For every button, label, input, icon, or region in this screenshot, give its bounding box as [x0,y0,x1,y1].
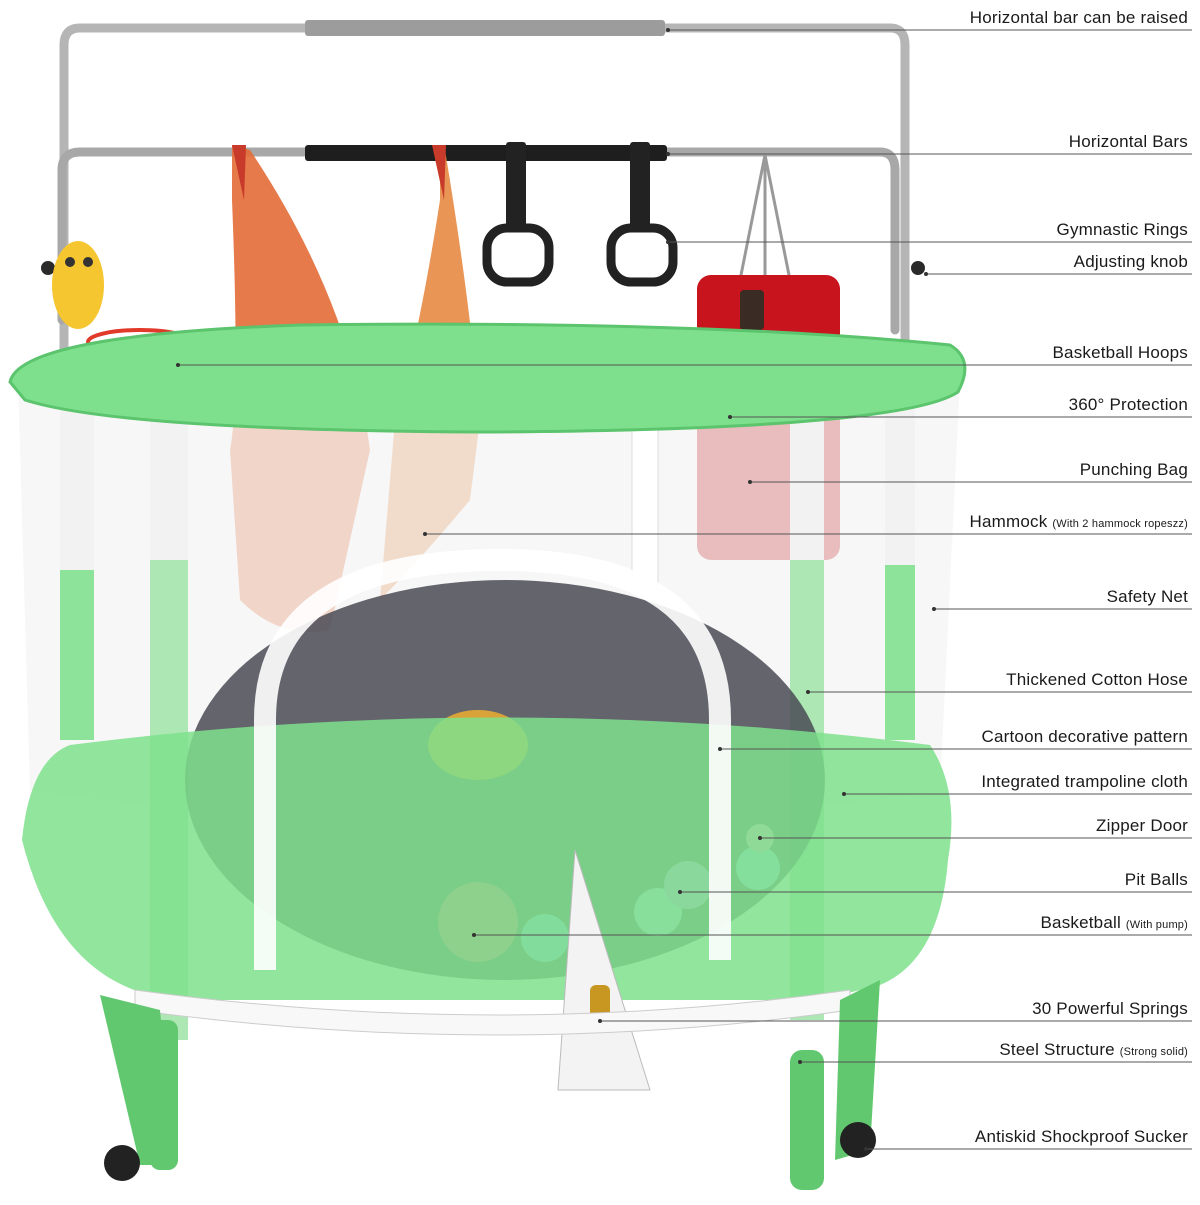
leader-dot [176,363,180,367]
knob-right-icon [911,261,925,275]
leader-dot [666,240,670,244]
label-cotton-hose: Thickened Cotton Hose [1006,670,1188,689]
leader-dot [678,890,682,894]
leader-dot [718,747,722,751]
label-hammock: Hammock (With 2 hammock ropeszz) [969,512,1188,531]
label-basketball: Basketball (With pump) [1040,913,1188,932]
leader-dot [932,607,936,611]
leader-dot [728,415,732,419]
gymnastic-rings [482,142,678,287]
leader-dot [423,532,427,536]
label-adjust-knob: Adjusting knob [1073,252,1188,271]
knob-left-icon [41,261,55,275]
leader-dot [806,690,810,694]
leader-dot [758,836,762,840]
label-gym-rings: Gymnastic Rings [1056,220,1188,239]
label-bar-raise: Horizontal bar can be raised [969,8,1188,27]
label-protection: 360° Protection [1068,395,1188,414]
foam-ring-360 [8,322,967,434]
label-basketball-hoops: Basketball Hoops [1052,343,1188,362]
bar-grip [305,20,665,36]
label-punching-bag: Punching Bag [1079,460,1188,479]
leader-dot [598,1019,602,1023]
leader-dot [472,933,476,937]
leader-dot [864,1147,868,1151]
bar-black-grip [305,145,667,161]
sucker-left-icon [104,1145,140,1181]
label-trampoline-cloth: Integrated trampoline cloth [981,772,1188,791]
leader-dot [748,480,752,484]
label-safety-net: Safety Net [1106,587,1188,606]
label-steel-structure: Steel Structure (Strong solid) [999,1040,1188,1059]
label-sucker: Antiskid Shockproof Sucker [974,1127,1188,1146]
leader-dot [842,792,846,796]
leader-dot [666,28,670,32]
label-pit-balls: Pit Balls [1124,870,1188,889]
label-springs: 30 Powerful Springs [1032,999,1188,1018]
zipper-door [254,548,731,970]
label-cartoon-pattern: Cartoon decorative pattern [981,727,1188,746]
leader-dot [924,272,928,276]
leader-dot [798,1060,802,1064]
label-zipper-door: Zipper Door [1096,816,1188,835]
leader-dot [666,152,670,156]
label-horizontal-bars: Horizontal Bars [1068,132,1188,151]
